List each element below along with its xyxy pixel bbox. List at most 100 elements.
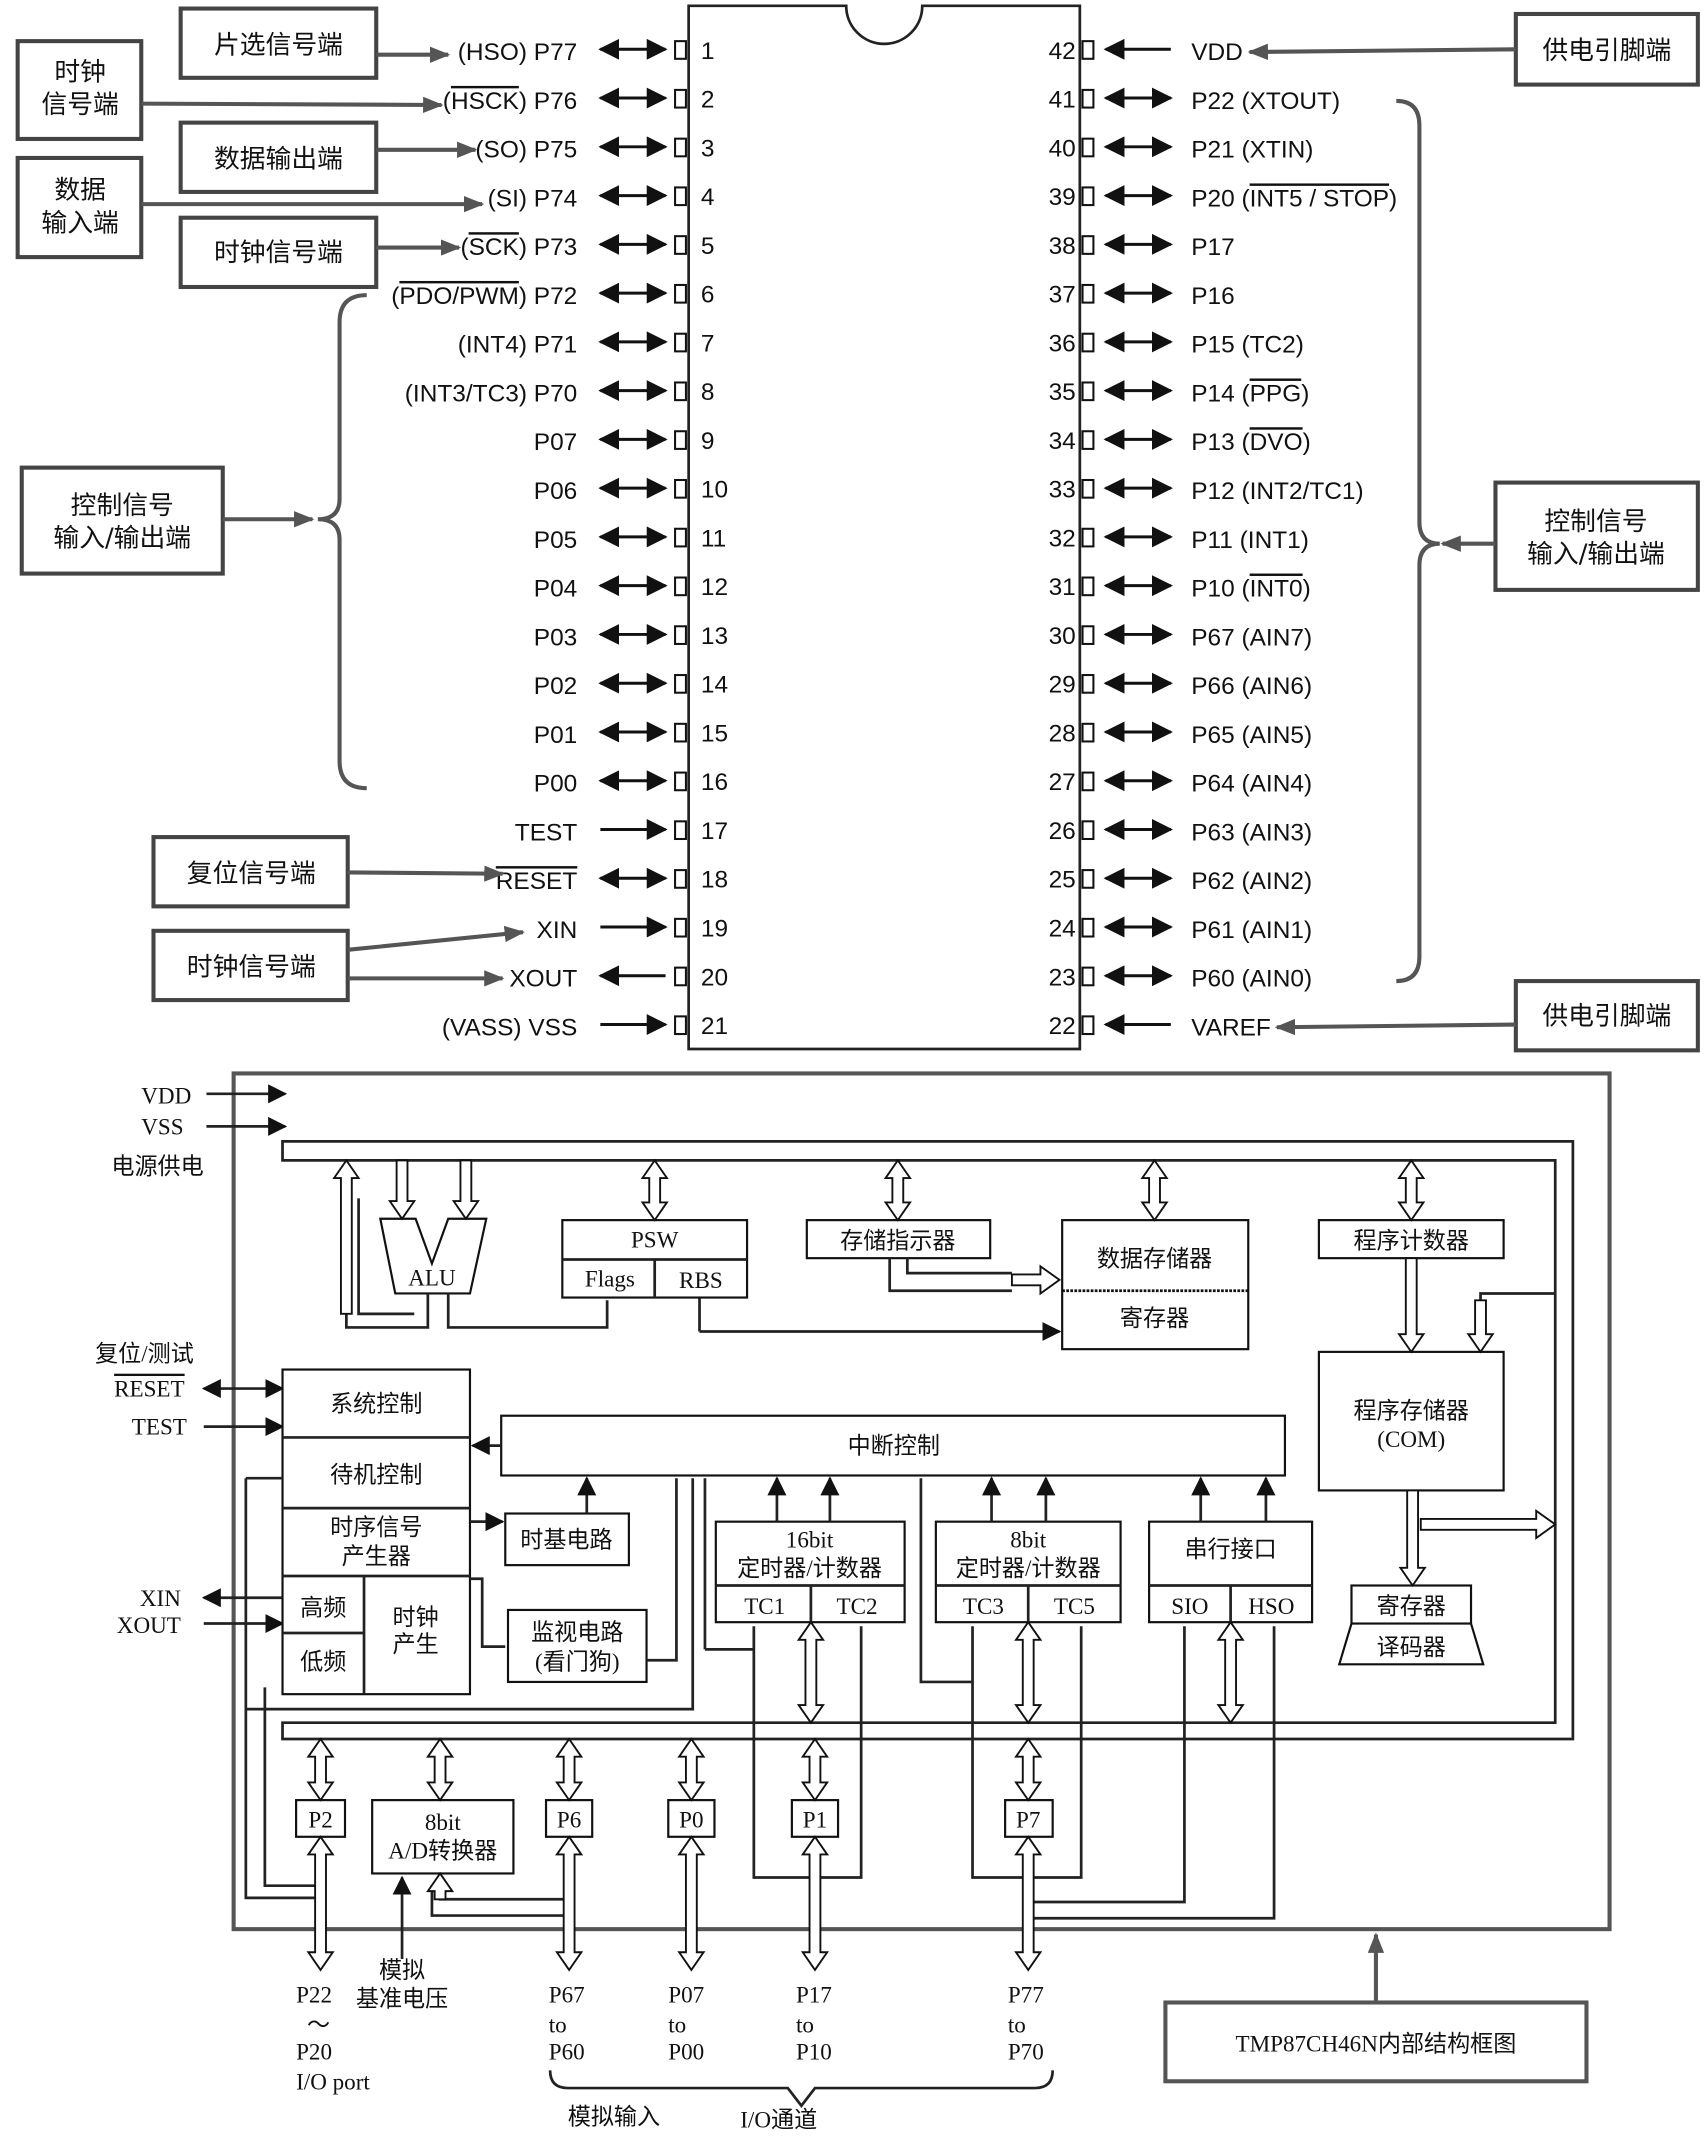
timer16-2: 定时器/计数器 xyxy=(737,1555,882,1581)
pin-number: 42 xyxy=(1049,38,1076,65)
pin-number: 36 xyxy=(1049,330,1076,357)
bus-arrow xyxy=(796,1620,825,1725)
port-p6: P6 xyxy=(557,1806,581,1832)
bottom-p6-3: P60 xyxy=(549,2039,585,2065)
pin-label: P16 xyxy=(1191,283,1234,310)
pin-number: 16 xyxy=(701,769,728,796)
pin-label: (INT3/TC3) P70 xyxy=(405,380,577,407)
register: 寄存器 xyxy=(1120,1305,1189,1331)
bus-arrow xyxy=(1014,1835,1043,1972)
pin-number: 21 xyxy=(701,1013,728,1040)
bus-arrow xyxy=(388,1159,417,1221)
pin-2: 2(HSCK) P76 xyxy=(443,87,715,115)
ic-body xyxy=(687,4,1082,1051)
ext-vss: VSS xyxy=(141,1114,183,1140)
pin-label: P17 xyxy=(1191,234,1234,261)
bus-arrow xyxy=(677,1835,706,1972)
pin-label: XIN xyxy=(537,917,578,944)
pin-16: 16 P00 xyxy=(534,769,728,797)
pin-number: 29 xyxy=(1049,672,1076,699)
pin-number: 8 xyxy=(701,379,715,406)
pin-number: 14 xyxy=(701,672,728,699)
pin-number: 6 xyxy=(701,282,715,309)
bus-arrow xyxy=(1140,1158,1169,1222)
bus-arrow xyxy=(1014,1620,1043,1725)
pin-label: P10 (INT0) xyxy=(1191,576,1311,603)
pin-number: 19 xyxy=(701,916,728,943)
ext-reset: RESET xyxy=(114,1376,185,1402)
pin-label: P60 (AIN0) xyxy=(1191,966,1312,993)
bus-arrow xyxy=(1397,1158,1426,1222)
pin-number: 39 xyxy=(1049,184,1076,211)
pin-label: P61 (AIN1) xyxy=(1191,917,1312,944)
pin-3: 3(SO) P75 xyxy=(475,135,714,163)
pin-38: 38 P17 xyxy=(1049,233,1235,261)
timer8-1: 8bit xyxy=(1010,1526,1046,1552)
bottom-p6-1: P67 xyxy=(549,1981,585,2007)
callout-clock-a-1: 时钟 xyxy=(54,58,106,88)
pin-7: 7(INT4) P71 xyxy=(458,330,715,358)
decoder: 译码器 xyxy=(1377,1634,1446,1660)
callout-reset: 复位信号端 xyxy=(187,859,316,889)
pin-label: P05 xyxy=(534,527,577,554)
high-freq: 高频 xyxy=(300,1594,346,1620)
rbs: RBS xyxy=(679,1267,723,1293)
pin-number: 37 xyxy=(1049,282,1076,309)
callout-clock-a-2: 信号端 xyxy=(41,90,118,120)
pin-number: 11 xyxy=(701,525,726,552)
timer8-2: 定时器/计数器 xyxy=(956,1555,1101,1581)
brace-left xyxy=(317,293,367,791)
standby-control: 待机控制 xyxy=(330,1461,422,1487)
pin-1: 1(HSO) P77 xyxy=(458,38,715,66)
pin-number: 32 xyxy=(1049,525,1076,552)
pin-number: 3 xyxy=(701,135,715,162)
bottom-p0-1: P07 xyxy=(668,1981,704,2007)
ext-reset-test: 复位/测试 xyxy=(95,1340,194,1366)
callout-clock-b: 时钟信号端 xyxy=(214,238,343,268)
pin-number: 40 xyxy=(1049,135,1076,162)
bus-arrow xyxy=(451,1159,480,1221)
bus-arrow xyxy=(426,1737,455,1802)
pin-label: (VASS) VSS xyxy=(442,1014,577,1041)
bus-arrow xyxy=(555,1835,584,1972)
callouts-right: 供电引脚端 控制信号 输入/输出端 供电引脚端 xyxy=(1247,11,1700,1053)
ext-xin: XIN xyxy=(140,1585,181,1611)
bus-arrow xyxy=(426,1871,455,1901)
callout-data-out: 数据输出端 xyxy=(214,144,343,174)
pin-label: P06 xyxy=(534,478,577,505)
port-p1: P1 xyxy=(803,1806,827,1832)
low-freq: 低频 xyxy=(300,1649,346,1675)
bottom-p7-1: P77 xyxy=(1008,1981,1044,2007)
pin-label: P00 xyxy=(534,771,577,798)
bus-arrow-h xyxy=(1010,1264,1062,1296)
hollow-bus-arrows xyxy=(306,1158,1557,1972)
pin-8: 8 (INT3/TC3) P70 xyxy=(405,379,715,407)
pin-label: P07 xyxy=(534,429,577,456)
pin-label: P65 (AIN5) xyxy=(1191,722,1312,749)
pin-label: P67 (AIN7) xyxy=(1191,624,1312,651)
callout-control-left-1: 控制信号 xyxy=(71,491,174,521)
pin-number: 1 xyxy=(701,38,715,65)
pin-number: 24 xyxy=(1049,916,1076,943)
pin-number: 17 xyxy=(701,818,728,845)
bottom-p1-2: to xyxy=(796,2011,814,2037)
data-memory: 数据存储器 xyxy=(1097,1245,1212,1271)
pin-label: P14 (PPG) xyxy=(1191,380,1309,407)
tc5: TC5 xyxy=(1054,1593,1095,1619)
flags: Flags xyxy=(585,1266,635,1292)
bottom-p2-1: P22 xyxy=(296,1981,332,2007)
alu-label: ALU xyxy=(408,1264,456,1290)
pin-number: 38 xyxy=(1049,233,1076,260)
pin-label: P22 (XTOUT) xyxy=(1191,88,1340,115)
